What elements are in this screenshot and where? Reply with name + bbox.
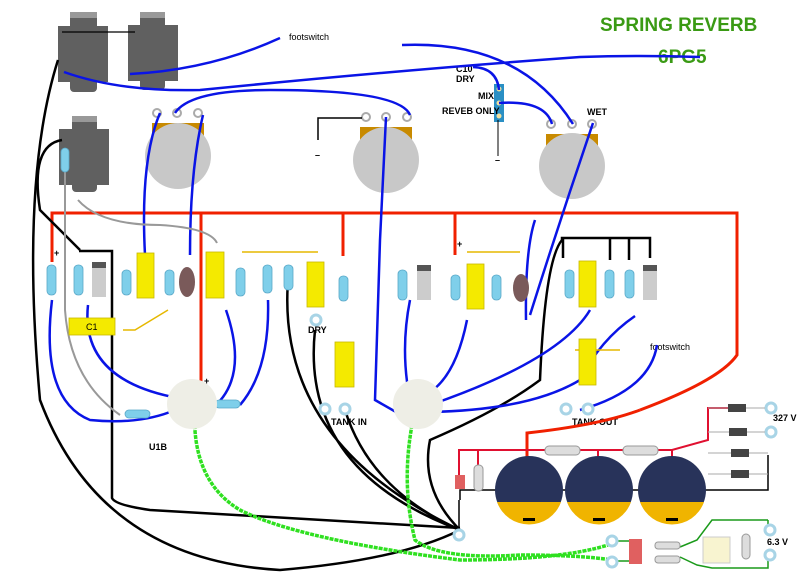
u1b-label: U1B [149,442,168,452]
b-plus-wire [525,408,641,480]
resistor [654,555,681,564]
ground-wire [79,249,461,530]
dry-jack [128,12,178,90]
ceramic-capacitor [179,267,529,302]
filter-capacitor [495,456,563,525]
resistor [654,541,681,550]
footswitch-label: footswitch [289,32,329,42]
dwell-pot [353,112,419,193]
bleeder-resistor [455,475,465,489]
signal-wire [472,65,554,125]
signal-wire [48,299,270,423]
tube-socket-reverb [393,379,443,429]
signal-wire [142,112,205,256]
plus-label: + [204,376,209,386]
mix-label: MIX [478,91,494,101]
signal-wire [173,88,412,116]
signal-wire [579,344,659,412]
shielded-wire [77,199,218,244]
plus-label: + [54,248,59,258]
resistor [741,533,751,560]
dry-terminal-label: DRY [308,325,327,335]
c1-label: C1 [86,322,98,332]
signal-wire [528,122,595,316]
filter-capacitor [565,456,633,525]
signal-wire [401,43,575,125]
resistor [46,147,635,419]
signal-wire [403,219,636,414]
heater-capacitor [629,539,642,564]
ground-wire [286,239,563,532]
footswitch-label: footswitch [650,342,690,352]
c10-dry-label: DRY [456,74,475,84]
dropping-resistor [544,445,581,456]
ground-wire [36,138,81,251]
wet-label: WET [587,107,607,117]
hv-label: 327 V [773,413,797,423]
ground-bus [560,236,652,260]
b-plus-rail [50,211,739,412]
reverb-only-label: REVEB ONLY [442,106,500,116]
heater-voltage-label: 6.3 V [767,537,788,547]
input-jack [58,12,108,92]
diagram-title: SPRING REVERB [600,15,757,36]
filter-capacitor [638,456,706,525]
signal-wire [63,54,701,92]
capacitor-c1 [68,317,116,336]
heater-trimpot [702,536,731,564]
rectifier-diode [92,262,657,300]
ground-wire [31,59,461,572]
minus-label: – [315,150,320,160]
signal-wire [129,36,281,76]
rectifier-diode [708,404,768,478]
dropping-resistor [622,445,659,456]
terminal [309,313,778,569]
minus-label: – [495,155,500,165]
resistor [473,464,484,492]
c10-label: C10 [456,64,473,74]
heater-wire [405,414,613,562]
capacitor [136,251,597,388]
signal-wire [373,116,411,422]
plus-label: + [457,239,462,249]
shielded-wire [64,150,121,416]
tube-socket-u1b [167,379,217,429]
